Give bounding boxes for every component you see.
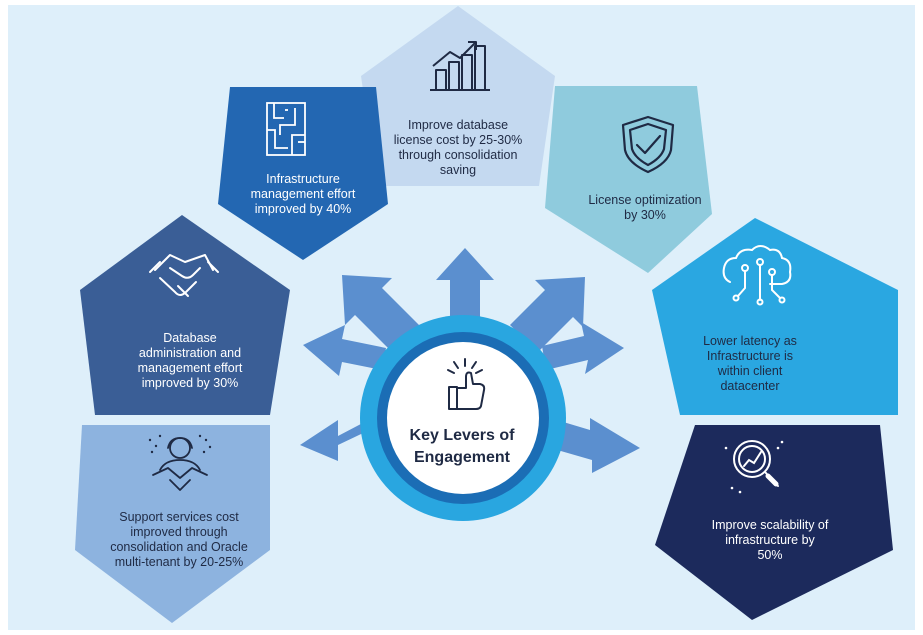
lever-pentagon-license-opt [545, 86, 712, 273]
handshake-icon [149, 254, 219, 297]
lever-label-infra-mgmt: Infrastructure management effort improve… [250, 172, 356, 216]
lever-label-scalability: Improve scalability of infrastructure by… [711, 518, 829, 562]
magnifier-analytics-icon [724, 440, 784, 494]
circuit-brain-icon [722, 245, 792, 306]
center-title-line1: Key Levers of [409, 427, 515, 444]
arrow-up-right [510, 277, 585, 352]
lever-label-latency: Lower latency as Infrastructure is withi… [703, 334, 797, 393]
lever-pentagon-scalability [655, 425, 893, 620]
arrow-left-upper [303, 325, 386, 376]
lever-label-support: Support services cost improved through c… [110, 510, 248, 569]
maze-icon [266, 102, 306, 156]
lever-pentagon-latency [652, 218, 898, 415]
arrow-left-lower [300, 415, 380, 461]
shield-check-icon [621, 115, 675, 174]
person-handshake-icon [148, 434, 212, 491]
lever-label-db-license: Improve database license cost by 25-30% … [393, 118, 523, 177]
lever-pentagon-support [75, 425, 270, 623]
lever-pentagon-db-admin [80, 215, 290, 415]
lever-pentagon-db-license [361, 6, 555, 186]
bar-chart-growth-icon [430, 41, 490, 91]
lever-label-db-admin: Database administration and management e… [137, 331, 243, 390]
lever-label-license-opt: License optimization by 30% [588, 193, 702, 222]
center-title-line2: Engagement [413, 449, 510, 466]
arrow-up-left [342, 275, 419, 352]
arrow-right-upper [542, 322, 624, 374]
center-title: Key Levers of Engagement [394, 425, 530, 469]
center-disc [387, 342, 539, 494]
thumbs-up-icon [447, 358, 486, 410]
lever-pentagon-infra-mgmt [218, 87, 388, 260]
arrow-up [436, 248, 494, 330]
